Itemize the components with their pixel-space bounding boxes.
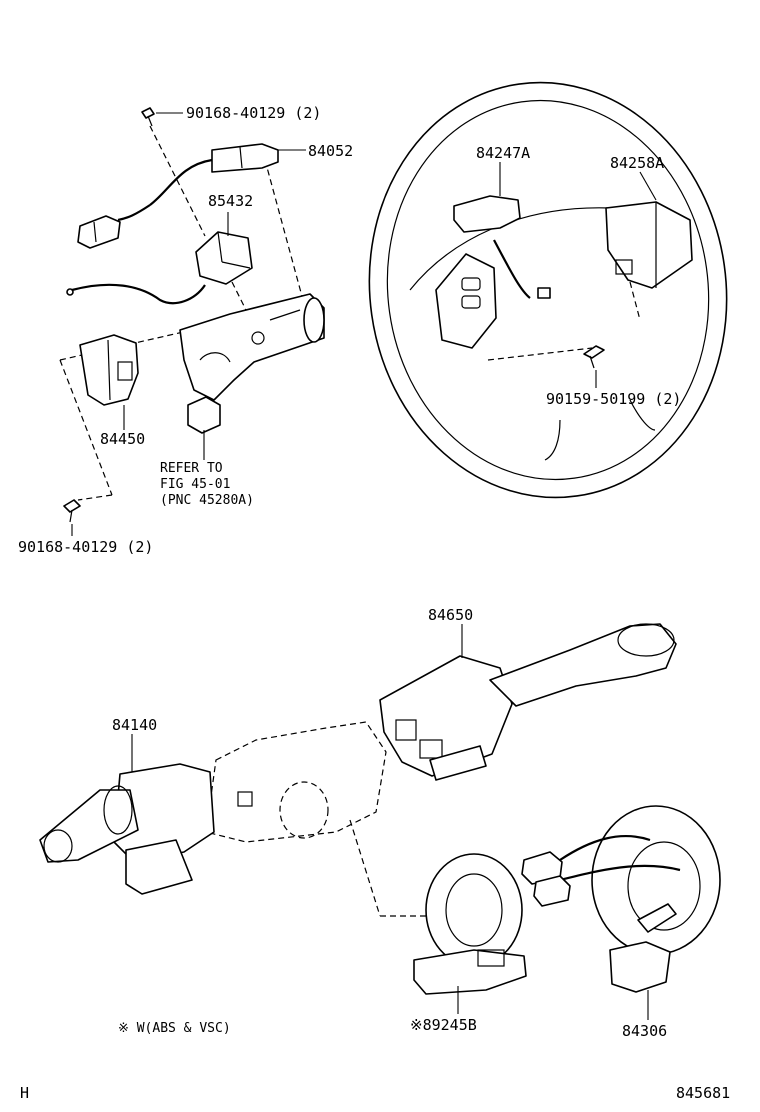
- turn-signal-switch-84140: [39, 763, 215, 895]
- label-refer-line3: (PNC 45280A): [160, 493, 254, 508]
- lower-assembly: [39, 623, 721, 1020]
- label-84052: 84052: [308, 142, 353, 160]
- label-refer-line1: REFER TO: [160, 461, 223, 476]
- label-screw-wheel: 90159-50199 (2): [546, 390, 681, 408]
- label-note: ※ W(ABS & VSC): [118, 1021, 231, 1036]
- label-84650: 84650: [428, 606, 473, 624]
- label-84247a: 84247A: [476, 144, 530, 162]
- label-85432: 85432: [208, 192, 253, 210]
- upper-left-assembly: [59, 107, 325, 536]
- center-bracket: [205, 721, 387, 843]
- spiral-cable-84306: [521, 805, 721, 993]
- wiper-switch-84650: [379, 623, 677, 781]
- bracket-84450: [79, 334, 139, 406]
- switch-84258a: [605, 201, 693, 289]
- label-screw-top: 90168-40129 (2): [186, 104, 321, 122]
- switch-84247a: [435, 195, 551, 349]
- label-84258a: 84258A: [610, 154, 664, 172]
- label-84140: 84140: [112, 716, 157, 734]
- wire-connector-left: [77, 215, 121, 249]
- label-corner-right: 845681: [676, 1084, 730, 1102]
- label-corner-left: H: [20, 1084, 29, 1102]
- sensor-85432: [195, 231, 253, 285]
- label-84306: 84306: [622, 1022, 667, 1040]
- steering-sensor-89245b: [413, 853, 527, 995]
- label-89245b: ※89245B: [410, 1016, 477, 1034]
- screw-top-part: [141, 107, 155, 127]
- label-refer-line2: FIG 45-01: [160, 477, 230, 492]
- screw-bottom-part: [63, 499, 81, 523]
- column-housing: [179, 293, 325, 434]
- label-84450: 84450: [100, 430, 145, 448]
- label-screw-bottom: 90168-40129 (2): [18, 538, 153, 556]
- sensor-connector-84052: [117, 143, 279, 222]
- steering-wheel-assembly: [368, 81, 728, 499]
- screw-wheel-part: [583, 345, 605, 369]
